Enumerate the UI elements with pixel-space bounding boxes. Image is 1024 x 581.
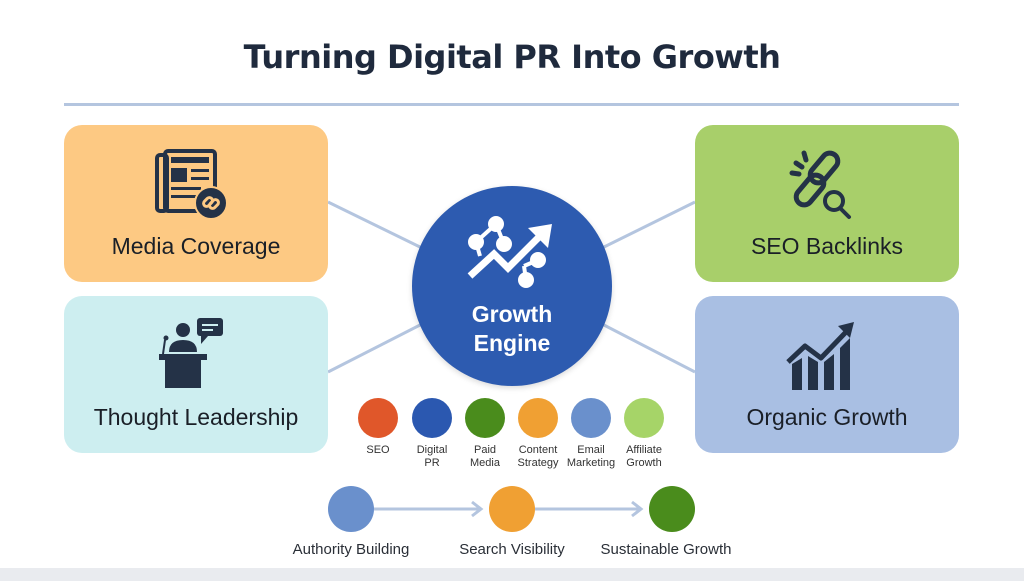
growth-network-arrow-icon: [464, 214, 560, 299]
chain-link-search-icon: [695, 147, 959, 221]
speaker-podium-icon: [64, 318, 328, 392]
flow-dot-search-visibility: [489, 486, 535, 532]
hub-label: Growth Engine: [412, 300, 612, 358]
legend-dot: [465, 398, 505, 438]
legend-dot: [571, 398, 611, 438]
flow-label-authority-building: Authority Building: [292, 541, 410, 558]
card-organic-growth: Organic Growth: [695, 296, 959, 453]
legend-dot: [518, 398, 558, 438]
card-seo-backlinks: SEO Backlinks: [695, 125, 959, 282]
card-label: Organic Growth: [746, 404, 908, 430]
card-label: SEO Backlinks: [750, 233, 904, 259]
card-label: Media Coverage: [111, 233, 281, 259]
diagram-canvas: Turning Digital PR Into Growth: [0, 0, 1024, 568]
bar-chart-trend-icon: [695, 318, 959, 392]
legend-label: SEO: [366, 444, 390, 456]
hub-label-line1: Growth: [471, 301, 553, 327]
legend-dot: [358, 398, 398, 438]
card-label: Thought Leadership: [93, 404, 299, 430]
title-divider: [64, 103, 959, 106]
card-thought-leadership: Thought Leadership: [64, 296, 328, 453]
page-title: Turning Digital PR Into Growth: [243, 38, 781, 76]
legend-dot: [412, 398, 452, 438]
flow-label-search-visibility: Search Visibility: [459, 541, 565, 558]
growth-engine-hub: Growth Engine: [412, 186, 612, 386]
legend-dot: [624, 398, 664, 438]
connector-lines: [327, 200, 696, 518]
card-media-coverage: Media Coverage: [64, 125, 328, 282]
legend-item-seo: SEO: [348, 398, 408, 457]
flow-dot-authority-building: [328, 486, 374, 532]
flow-dot-sustainable-growth: [649, 486, 695, 532]
flow-label-sustainable-growth: Sustainable Growth: [600, 541, 732, 558]
newspaper-link-icon: [64, 147, 328, 221]
hub-label-line2: Engine: [473, 330, 551, 356]
